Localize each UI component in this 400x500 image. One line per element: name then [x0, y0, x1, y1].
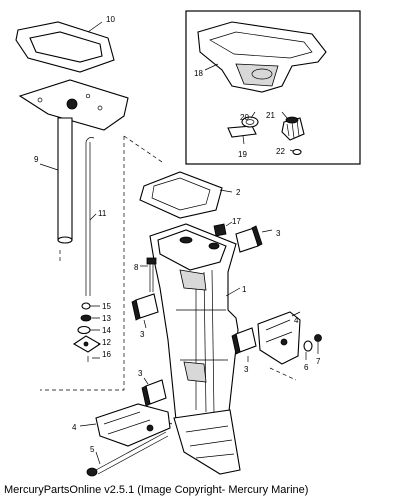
screw-part: [314, 334, 322, 354]
callout-7: 7: [316, 357, 321, 366]
strip-part: [227, 125, 257, 138]
knob-part: [281, 116, 305, 141]
bolt-part: [140, 257, 157, 292]
small-hardware-stack: [72, 302, 102, 362]
callout-11: 11: [98, 209, 107, 218]
callout-13: 13: [102, 314, 111, 323]
callout-16: 16: [102, 350, 111, 359]
callout-9: 9: [34, 155, 39, 164]
long-bolt-part: [86, 431, 169, 477]
callout-18: 18: [194, 69, 203, 78]
callout-2: 2: [236, 188, 241, 197]
pad-part-upper-right: [235, 225, 273, 253]
callout-20: 20: [240, 113, 249, 122]
callout-12: 12: [102, 338, 111, 347]
callout-14: 14: [102, 326, 111, 335]
callout-21: 21: [266, 111, 275, 120]
exploded-parts-diagram: 10 9 11 15 13 14 12 16 18 20 21 19 22 2 …: [15, 10, 361, 477]
callout-5: 5: [90, 445, 95, 454]
rod-part: [85, 137, 97, 296]
callout-3-left-upper: 3: [140, 330, 145, 339]
drive-shaft-housing-part: [149, 223, 241, 475]
callout-4-right: 4: [294, 316, 299, 325]
clip-part: [292, 148, 302, 156]
mount-plate-part: [18, 79, 129, 131]
callout-3-right-middle: 3: [244, 365, 249, 374]
pad-part-left-lower: [141, 377, 167, 407]
callout-17: 17: [232, 217, 241, 226]
pad-part-right-middle: [231, 327, 257, 362]
inset-panel: [185, 10, 361, 165]
callout-19: 19: [238, 150, 247, 159]
tube-part: [39, 117, 73, 244]
callout-6: 6: [304, 363, 309, 372]
callout-4-left: 4: [72, 423, 77, 432]
clamp-bracket-left-part: [79, 403, 171, 447]
clamp-bracket-right-part: [257, 311, 301, 365]
ring-part: [241, 116, 259, 128]
callout-1: 1: [242, 285, 247, 294]
callout-3-upper-right: 3: [276, 229, 281, 238]
callout-22: 22: [276, 147, 285, 156]
callout-8: 8: [134, 263, 139, 272]
pad-part-left-upper: [131, 293, 159, 329]
gasket-part: [139, 171, 233, 219]
callout-3-left-lower: 3: [138, 369, 143, 378]
image-copyright-caption: MercuryPartsOnline v2.5.1 (Image Copyrig…: [4, 484, 309, 496]
adapter-plate-part: [197, 21, 327, 93]
seal-frame-part: [15, 21, 115, 73]
washer-part: [303, 340, 313, 360]
callout-10: 10: [106, 15, 115, 24]
nut-part: [213, 221, 233, 237]
callout-15: 15: [102, 302, 111, 311]
